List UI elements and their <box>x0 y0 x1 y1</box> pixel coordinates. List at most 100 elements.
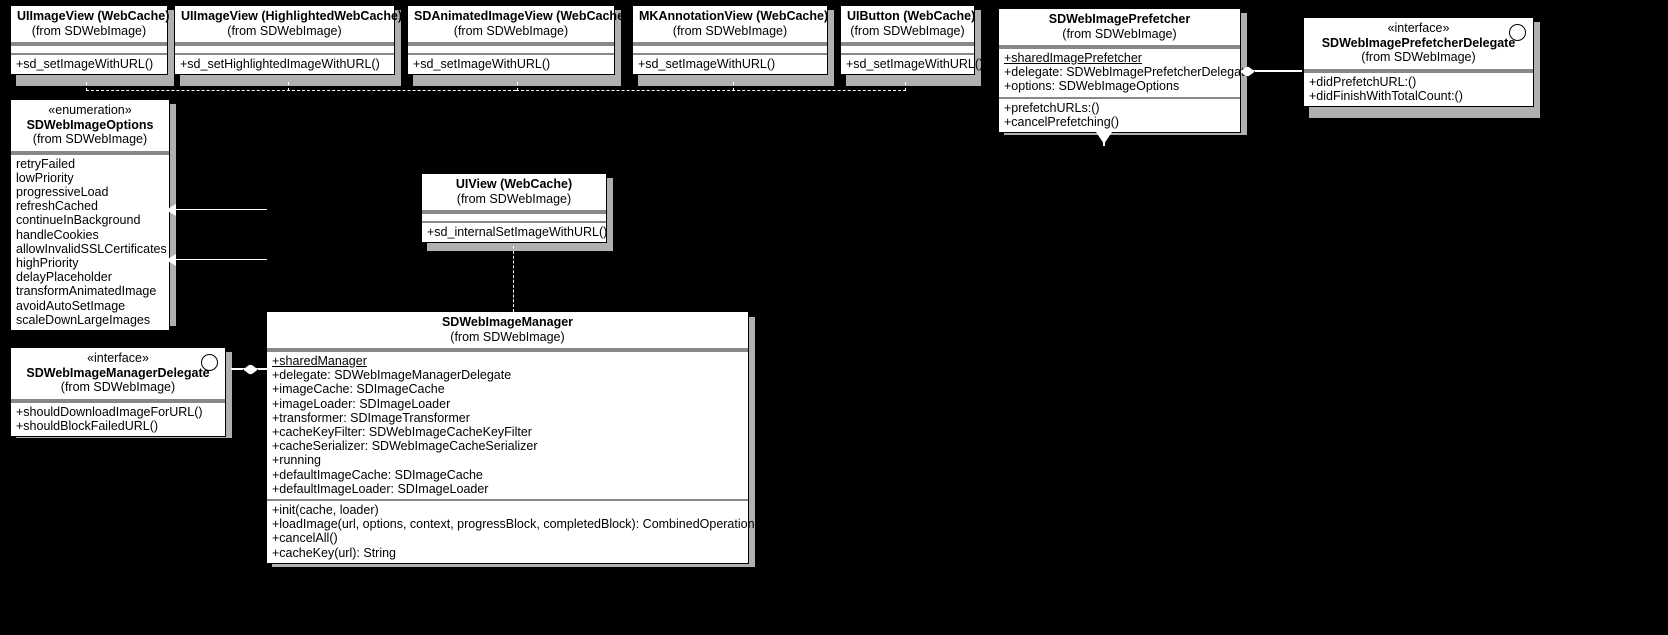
operation-row: +sd_internalSetImageWithURL() <box>427 225 608 239</box>
class-sd-animated-image-view[interactable]: SDAnimatedImageView (WebCache) (from SDW… <box>407 5 629 76</box>
class-package: (from SDWebImage) <box>31 23 147 38</box>
class-package: (from SDWebImage) <box>60 380 176 394</box>
attributes-compartment <box>175 44 394 53</box>
attribute-row: +defaultImageCache: SDImageCache <box>272 467 483 482</box>
class-package: (from SDWebImage) <box>850 23 965 38</box>
class-name: SDWebImageManager <box>441 315 574 329</box>
class-header: MKAnnotationView (WebCache) (from SDWebI… <box>633 6 828 44</box>
operation-row: +sd_setHighlightedImageWithURL() <box>180 57 380 71</box>
class-ui-button[interactable]: UIButton (WebCache) (from SDWebImage) +s… <box>840 5 984 76</box>
connector-uiimageview-uiview-h <box>86 90 516 91</box>
enum-literal: scaleDownLargeImages <box>16 312 151 327</box>
operations-compartment: +didPrefetchURL:() +didFinishWithTotalCo… <box>1304 70 1533 106</box>
class-header: UIView (WebCache) (from SDWebImage) <box>422 174 606 212</box>
operations-compartment: +sd_setImageWithURL() <box>11 53 167 74</box>
operation-row: +cacheKey(url): String <box>272 545 397 560</box>
enum-literal: continueInBackground <box>16 213 141 228</box>
connector-manager-options-upper <box>172 209 267 211</box>
class-sd-web-image-manager-delegate[interactable]: «interface» SDWebImageManagerDelegate (f… <box>10 347 226 437</box>
class-package: (from SDWebImage) <box>453 23 569 38</box>
attribute-row: +cacheKeyFilter: SDWebImageCacheKeyFilte… <box>272 425 532 440</box>
operation-row: +prefetchURLs:() <box>1004 100 1100 115</box>
class-header: «enumeration» SDWebImageOptions (from SD… <box>11 100 169 153</box>
operations-compartment: +sd_internalSetImageWithURL() <box>422 221 608 242</box>
class-name: SDWebImageManagerDelegate <box>26 365 210 380</box>
connector-prefetcher-delegate <box>1244 70 1302 72</box>
class-header: UIImageView (HighlightedWebCache) (from … <box>175 6 403 44</box>
class-package: (from SDWebImage) <box>672 23 788 38</box>
class-ui-image-view-webcache[interactable]: UIImageView (WebCache) (from SDWebImage)… <box>10 5 170 76</box>
attribute-row: +running <box>272 453 321 468</box>
connector-animated-uiview <box>517 82 518 91</box>
enum-literal: delayPlaceholder <box>16 270 112 285</box>
class-header: «interface» SDWebImageManagerDelegate (f… <box>11 348 225 401</box>
class-name: UIView (WebCache) <box>455 177 573 191</box>
attribute-row: +imageLoader: SDImageLoader <box>272 396 451 411</box>
attribute-row: +transformer: SDImageTransformer <box>272 410 470 425</box>
operations-compartment: +sd_setImageWithURL() <box>408 53 614 74</box>
stereotype-label: «interface» <box>87 351 149 365</box>
stereotype-label: «interface» <box>1387 21 1450 35</box>
enum-literal: avoidAutoSetImage <box>16 298 126 313</box>
operations-compartment: +prefetchURLs:() +cancelPrefetching() <box>999 96 1240 132</box>
operations-compartment: +sd_setHighlightedImageWithURL() <box>175 53 394 74</box>
operations-compartment: +init(cache, loader) +loadImage(url, opt… <box>267 499 755 563</box>
attribute-row: +options: SDWebImageOptions <box>1004 79 1180 94</box>
class-sd-web-image-prefetcher[interactable]: SDWebImagePrefetcher (from SDWebImage) +… <box>998 8 1252 134</box>
operation-row: +sd_setImageWithURL() <box>16 57 154 71</box>
class-ui-image-view-highlighted[interactable]: UIImageView (HighlightedWebCache) (from … <box>174 5 403 76</box>
attributes-compartment <box>408 44 614 53</box>
operation-row: +loadImage(url, options, context, progre… <box>272 517 755 532</box>
attributes-compartment <box>841 44 974 53</box>
generalization-arrowhead <box>1096 132 1112 144</box>
operation-row: +shouldDownloadImageForURL() <box>16 404 203 419</box>
class-package: (from SDWebImage) <box>1062 26 1177 41</box>
aggregation-diamond-manager <box>243 364 258 375</box>
enum-literal: transformAnimatedImage <box>16 284 157 299</box>
operation-row: +shouldBlockFailedURL() <box>16 418 159 433</box>
class-package: (from SDWebImage) <box>456 191 572 206</box>
enum-literal: allowInvalidSSLCertificates <box>16 241 167 256</box>
class-name: SDAnimatedImageView (WebCache) <box>414 9 629 23</box>
class-name: SDWebImageOptions <box>26 117 154 132</box>
enum-literal: highPriority <box>16 255 79 270</box>
attribute-row: +delegate: SDWebImageManagerDelegate <box>272 368 512 383</box>
class-header: UIButton (WebCache) (from SDWebImage) <box>841 6 975 44</box>
class-mk-annotation-view[interactable]: MKAnnotationView (WebCache) (from SDWebI… <box>632 5 828 76</box>
attribute-row: +sharedManager <box>272 354 367 368</box>
class-name: UIImageView (HighlightedWebCache) <box>181 9 403 23</box>
literals-compartment: retryFailed lowPriority progressiveLoad … <box>11 152 169 330</box>
operations-compartment: +sd_setImageWithURL() <box>841 53 984 74</box>
class-name: SDWebImagePrefetcherDelegate <box>1321 35 1516 50</box>
class-sd-web-image-manager[interactable]: SDWebImageManager (from SDWebImage) +sha… <box>266 311 755 564</box>
class-ui-view-webcache[interactable]: UIView (WebCache) (from SDWebImage) +sd_… <box>421 173 608 244</box>
attributes-compartment: +sharedImagePrefetcher +delegate: SDWebI… <box>999 47 1252 97</box>
attributes-compartment <box>633 44 827 53</box>
connector-manager-options-lower <box>172 259 267 261</box>
class-package: (from SDWebImage) <box>32 132 148 146</box>
enum-literal: progressiveLoad <box>16 184 109 199</box>
attribute-row: +sharedImagePrefetcher <box>1004 51 1142 65</box>
class-header: «interface» SDWebImagePrefetcherDelegate… <box>1304 18 1533 71</box>
class-name: UIImageView (WebCache) <box>17 9 170 23</box>
connector-highlighted-uiview <box>288 82 289 91</box>
dependency-arrowhead-options-upper <box>166 204 176 216</box>
operation-row: +sd_setImageWithURL() <box>413 57 551 71</box>
class-package: (from SDWebImage) <box>1361 50 1476 64</box>
attributes-compartment <box>422 212 606 221</box>
class-sd-web-image-prefetcher-delegate[interactable]: «interface» SDWebImagePrefetcherDelegate… <box>1303 17 1534 107</box>
interface-circle-icon <box>1509 24 1526 41</box>
operation-row: +cancelAll() <box>272 531 338 546</box>
operation-row: +sd_setImageWithURL() <box>846 57 984 71</box>
enum-literal: refreshCached <box>16 199 98 214</box>
operations-compartment: +shouldDownloadImageForURL() +shouldBloc… <box>11 400 225 436</box>
attributes-compartment <box>11 44 167 53</box>
dependency-arrowhead-options-lower <box>166 254 176 266</box>
class-sd-web-image-options[interactable]: «enumeration» SDWebImageOptions (from SD… <box>10 99 170 331</box>
class-header: SDWebImagePrefetcher (from SDWebImage) <box>999 9 1240 47</box>
stereotype-label: «enumeration» <box>48 103 132 117</box>
operation-row: +cancelPrefetching() <box>1004 114 1119 129</box>
attribute-row: +cacheSerializer: SDWebImageCacheSeriali… <box>272 439 538 454</box>
connector-mkannotation-uiview <box>733 82 734 91</box>
